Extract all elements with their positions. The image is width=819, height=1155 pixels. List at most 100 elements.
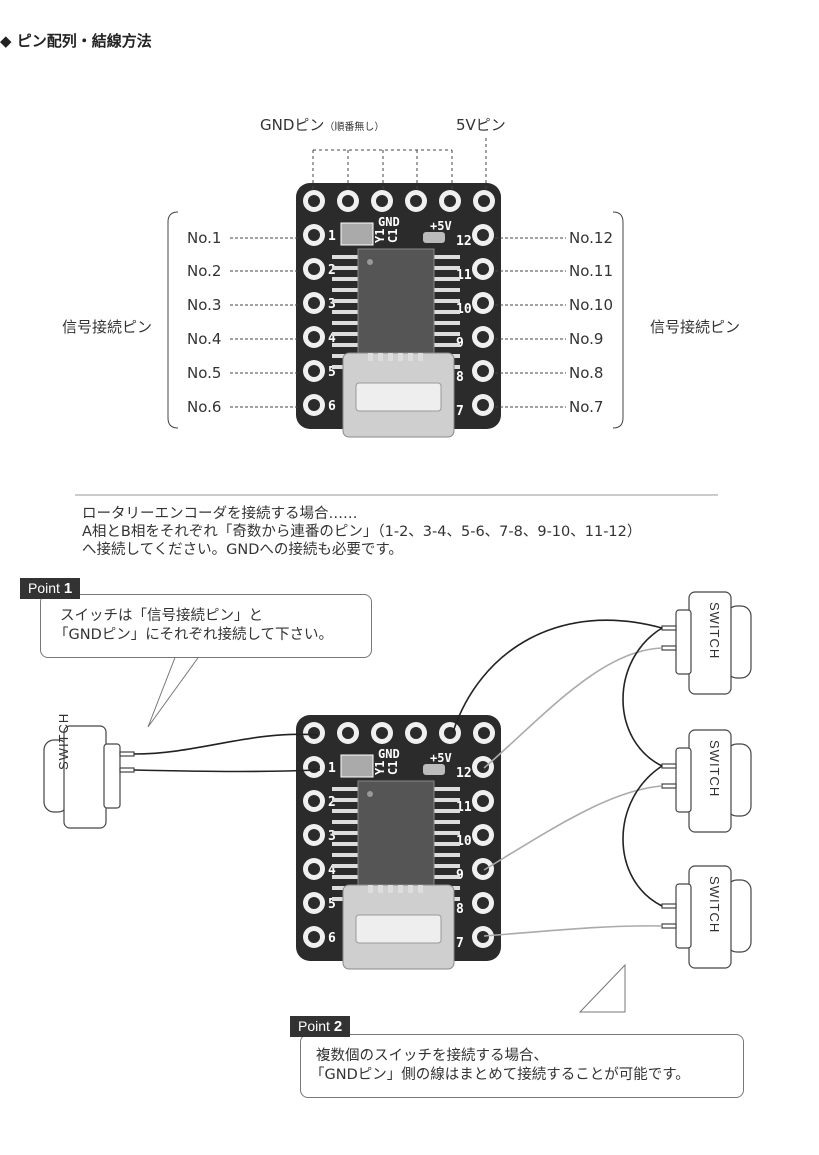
pad-hole (410, 195, 422, 207)
chip-leg (433, 875, 460, 879)
gnd-silkscreen: GND (378, 747, 400, 761)
usb-pin (378, 885, 383, 893)
pad-hole (410, 727, 422, 739)
pin-number: 4 (328, 331, 336, 346)
pad-hole (477, 297, 489, 309)
pin-number: 5 (328, 365, 336, 380)
point-2-line-1: 複数個のスイッチを接続する場合、 (316, 1048, 548, 1064)
pin-number: 3 (328, 297, 336, 312)
point-2-line-2: 「GNDピン」側の線はまとめて接続することが可能です。 (310, 1067, 690, 1083)
pad-hole (376, 195, 388, 207)
pad-hole (308, 931, 320, 943)
point-2-tag-text: Point (298, 1018, 330, 1034)
point-2-callout (300, 1034, 744, 1098)
usb-pin (378, 353, 383, 361)
gnd-pins-note: （順番無し） (324, 122, 385, 133)
pad-hole (478, 727, 490, 739)
pad-hole (308, 897, 320, 909)
chip-dot (367, 259, 373, 265)
5v-pin-label: 5Vピン (456, 116, 506, 134)
pad-hole (308, 829, 320, 841)
chip-leg (433, 299, 460, 303)
switch-right-3-label: SWITCH (707, 876, 722, 934)
switch-left (43, 725, 135, 829)
pad-hole (478, 195, 490, 207)
chip-leg (332, 798, 359, 802)
chip-leg (332, 820, 359, 824)
pin-number: 2 (328, 795, 336, 810)
gnd-silkscreen: GND (378, 215, 400, 229)
chip-leg (332, 321, 359, 325)
left-pin-label: No.2 (187, 262, 222, 280)
pad-hole (308, 331, 320, 343)
usb-pin (398, 353, 403, 361)
pad-hole (477, 263, 489, 275)
switch-right-2-label: SWITCH (707, 740, 722, 798)
pad-hole (444, 195, 456, 207)
pin-number: 3 (328, 829, 336, 844)
pin-number: 12 (456, 766, 472, 781)
chip-leg (433, 332, 460, 336)
pin-number: 10 (456, 302, 472, 317)
encoder-note-line-2: A相とB相をそれぞれ「奇数から連番のピン」（1-2、3-4、5-6、7-8、9-… (82, 524, 642, 540)
switch-right-1 (661, 591, 752, 695)
chip-leg (332, 853, 359, 857)
switch-right-3 (661, 865, 752, 969)
usb-pin (368, 353, 373, 361)
pin-number: 10 (456, 834, 472, 849)
switch-left-label: SWITCH (56, 712, 71, 770)
right-pin-label: No.10 (569, 296, 613, 314)
v5-silkscreen: +5V (430, 219, 452, 233)
chip-leg (433, 288, 460, 292)
usb-pin (418, 885, 423, 893)
pin-number: 8 (456, 370, 464, 385)
chip-leg (433, 266, 460, 270)
pad-hole (342, 195, 354, 207)
usb-port (355, 914, 442, 944)
right-pin-label: No.8 (569, 364, 604, 382)
chip-leg (433, 798, 460, 802)
gnd-pins-label: GNDピン（順番無し） (260, 114, 384, 135)
chip-leg (332, 809, 359, 813)
pin-number: 1 (328, 229, 336, 244)
pad-hole (342, 727, 354, 739)
pin-number: 12 (456, 234, 472, 249)
pad-hole (308, 365, 320, 377)
left-pin-label: No.6 (187, 398, 222, 416)
y1-silkscreen: Y1 (373, 229, 387, 243)
usb-pin (418, 353, 423, 361)
right-pin-label: No.9 (569, 330, 604, 348)
pad-hole (308, 297, 320, 309)
signal-pins-label-right: 信号接続ピン (650, 318, 741, 336)
chip-leg (332, 277, 359, 281)
capacitor (423, 764, 445, 775)
pin-number: 6 (328, 931, 336, 946)
pad-hole (477, 863, 489, 875)
chip-leg (332, 875, 359, 879)
pad-hole (477, 897, 489, 909)
chip-leg (433, 321, 460, 325)
left-pin-label: No.3 (187, 296, 222, 314)
c1-silkscreen: C1 (386, 761, 400, 775)
left-pin-label: No.1 (187, 229, 222, 247)
chip-leg (433, 809, 460, 813)
right-pin-label: No.11 (569, 262, 613, 280)
crystal (340, 222, 374, 246)
pad-hole (376, 727, 388, 739)
chip-dot (367, 791, 373, 797)
left-pin-label: No.5 (187, 364, 222, 382)
pad-hole (477, 829, 489, 841)
chip-leg (433, 842, 460, 846)
pad-hole (308, 399, 320, 411)
pad-hole (308, 229, 320, 241)
pad-hole (477, 331, 489, 343)
encoder-note-line-3: へ接続してください。GNDへの接続も必要です。 (82, 542, 403, 558)
chip-leg (433, 864, 460, 868)
chip-leg (433, 343, 460, 347)
right-pin-label: No.7 (569, 398, 604, 416)
chip-leg (332, 299, 359, 303)
switch-right-2 (661, 729, 752, 833)
chip-leg (433, 310, 460, 314)
